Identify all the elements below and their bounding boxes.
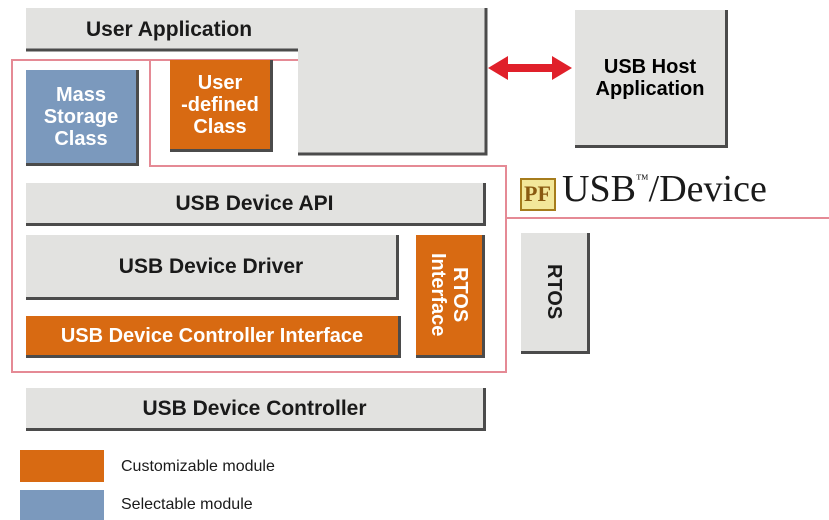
usb-host-label-line2: Application: [595, 77, 705, 100]
pf-logo-mark: PF: [524, 181, 551, 206]
mass-storage-label-line3: Class: [54, 127, 108, 150]
bidirectional-arrow-icon: [488, 56, 572, 80]
pf-logo-icon: PF: [520, 178, 556, 211]
product-name: USB: [562, 168, 636, 210]
legend-swatch-customizable: [20, 450, 104, 482]
user-application-label: User Application: [86, 18, 253, 41]
usb-device-controller-interface-label: USB Device Controller Interface: [60, 324, 364, 347]
product-suffix: /Device: [648, 168, 767, 210]
user-defined-label-line3: Class: [193, 115, 247, 138]
usb-device-driver-block: USB Device Driver: [26, 235, 399, 300]
usb-device-api-block: USB Device API: [26, 183, 486, 226]
usb-device-controller-block: USB Device Controller: [26, 388, 486, 431]
legend-label-customizable: Customizable module: [121, 458, 275, 475]
trademark-symbol: ™: [635, 171, 649, 186]
rtos-block: RTOS: [521, 233, 590, 354]
legend-swatch-selectable: [20, 490, 104, 520]
rtos-label: RTOS: [543, 264, 565, 320]
usb-host-application-block: USB Host Application: [575, 10, 728, 148]
user-defined-class-block: User -defined Class: [170, 60, 273, 152]
usb-device-controller-interface-block: USB Device Controller Interface: [26, 316, 401, 358]
rtos-interface-label-line1: RTOS: [449, 267, 471, 323]
rtos-interface-label-line2: Interface: [427, 253, 449, 337]
mass-storage-class-block: Mass Storage Class: [26, 70, 139, 166]
usb-device-driver-label: USB Device Driver: [118, 254, 304, 278]
user-defined-label-line1: User: [197, 71, 243, 94]
legend-label-selectable: Selectable module: [121, 496, 253, 513]
usb-device-controller-label: USB Device Controller: [142, 396, 367, 420]
product-logo-text: USB™/Device: [562, 170, 767, 208]
user-defined-label-line2: -defined: [181, 93, 259, 116]
usb-host-label-line1: USB Host: [603, 55, 697, 78]
rtos-interface-block: RTOS Interface: [416, 235, 485, 358]
mass-storage-label-line2: Storage: [43, 105, 119, 128]
rtos-interface-label: RTOS Interface: [427, 253, 471, 336]
usb-device-api-label: USB Device API: [175, 191, 334, 215]
mass-storage-label-line1: Mass: [55, 83, 107, 106]
